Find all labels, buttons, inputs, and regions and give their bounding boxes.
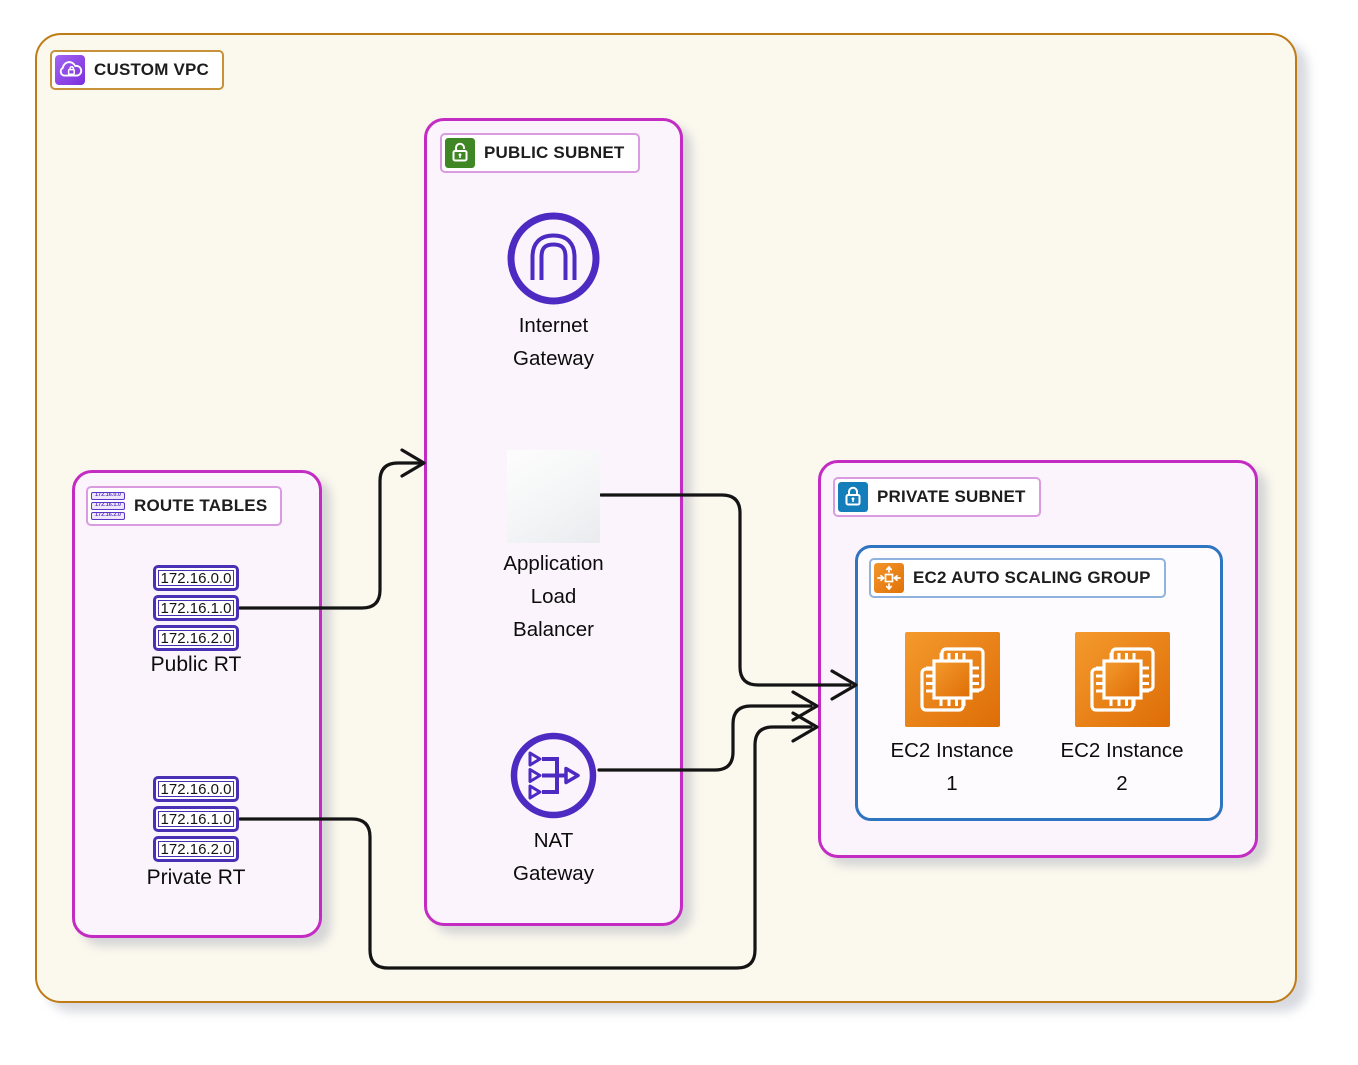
custom-vpc-label: CUSTOM VPC	[50, 50, 225, 90]
private-subnet-label: PRIVATE SUBNET	[833, 477, 1041, 517]
ec2-instance-icon	[1074, 632, 1170, 727]
public-rt-entry-3: 172.16.2.0	[153, 625, 239, 651]
public-rt-entry-1: 172.16.0.0	[153, 565, 239, 591]
application-load-balancer-icon	[507, 450, 600, 543]
vpc-cloud-icon	[55, 55, 85, 85]
open-lock-icon	[445, 138, 475, 168]
asg-label: EC2 AUTO SCALING GROUP	[869, 558, 1166, 598]
ec2-instance-icon	[904, 632, 1000, 727]
private-rt-entry-2: 172.16.1.0	[153, 806, 239, 832]
internet-gateway-label: Internet Gateway	[513, 314, 594, 370]
nat-gateway-label: NAT Gateway	[513, 829, 594, 885]
ec2-instance-2-label: EC2 Instance 2	[1060, 739, 1184, 795]
asg-label-text: EC2 AUTO SCALING GROUP	[913, 568, 1151, 587]
public-subnet-label: PUBLIC SUBNET	[440, 133, 640, 173]
public-rt-entry-2: 172.16.1.0	[153, 595, 239, 621]
ec2-instance-2: EC2 Instance 2	[1049, 632, 1195, 800]
public-subnet-label-text: PUBLIC SUBNET	[484, 143, 625, 162]
nat-gateway-icon	[510, 732, 597, 819]
auto-scaling-icon	[874, 563, 904, 593]
ec2-instance-1: EC2 Instance 1	[879, 632, 1025, 800]
internet-gateway-icon	[507, 212, 600, 305]
ec2-instance-1-label: EC2 Instance 1	[890, 739, 1014, 795]
private-subnet-label-text: PRIVATE SUBNET	[877, 487, 1026, 506]
closed-lock-icon	[838, 482, 868, 512]
public-rt-caption: Public RT	[150, 653, 242, 676]
route-tables-label-text: ROUTE TABLES	[134, 496, 268, 515]
route-table-icon: 172.16.0.0 172.16.1.0 172.16.2.0	[91, 491, 125, 521]
custom-vpc-label-text: CUSTOM VPC	[94, 60, 210, 79]
private-rt-caption: Private RT	[146, 866, 246, 889]
application-load-balancer-label: Application Load Balancer	[503, 552, 604, 641]
private-rt-entry-3: 172.16.2.0	[153, 836, 239, 862]
private-rt-entry-1: 172.16.0.0	[153, 776, 239, 802]
route-tables-label: 172.16.0.0 172.16.1.0 172.16.2.0 ROUTE T…	[86, 486, 283, 526]
